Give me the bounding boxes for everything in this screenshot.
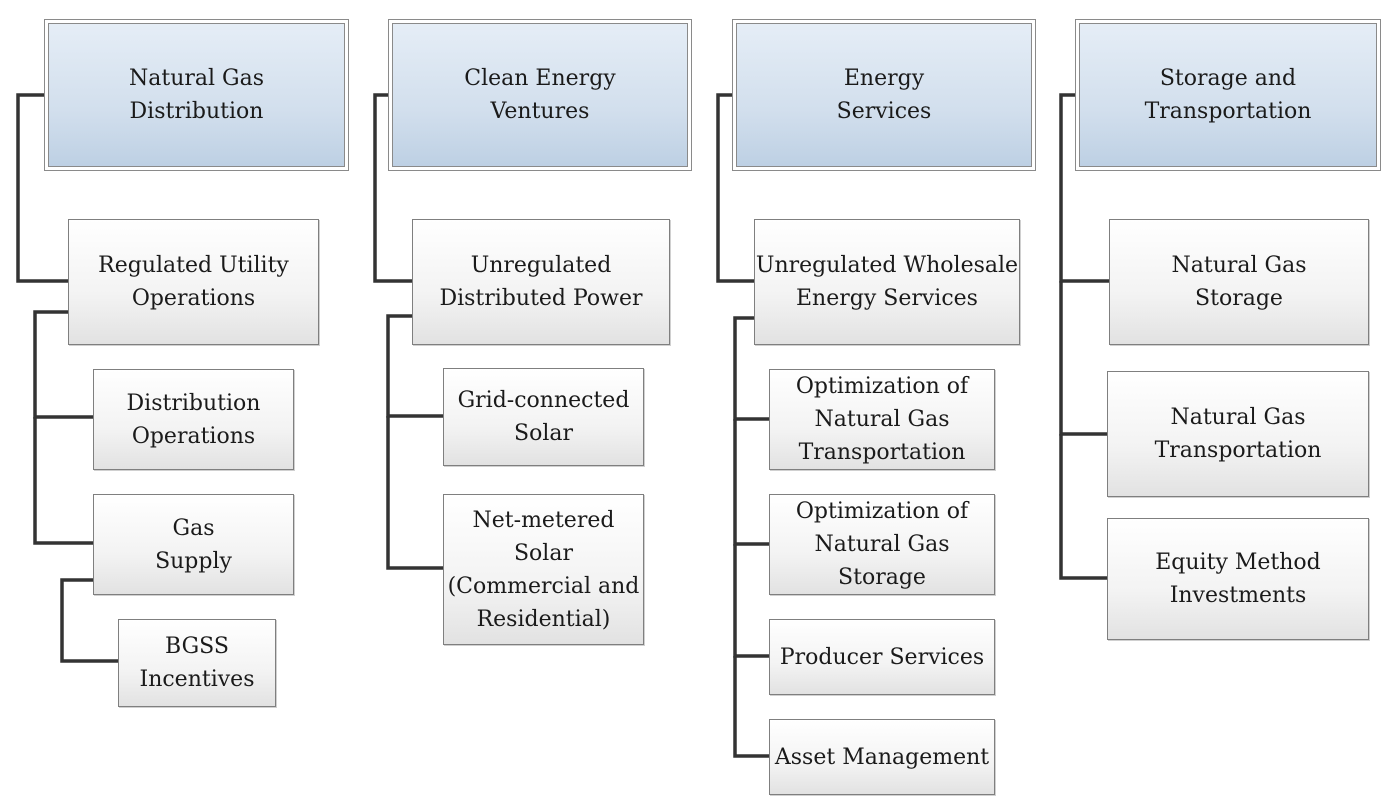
connector-line: [60, 578, 118, 663]
connector-line: [716, 93, 754, 283]
box-producer-services: Producer Services: [769, 619, 995, 695]
box-natural-gas-storage: Natural Gas Storage: [1109, 219, 1369, 345]
connector-line: [33, 310, 93, 419]
connector-line: [1059, 281, 1107, 436]
header-energy-services: Energy Services: [732, 19, 1036, 171]
connector-line: [386, 416, 443, 570]
box-optimization-gas-storage: Optimization of Natural Gas Storage: [769, 494, 995, 595]
connector-line: [33, 417, 93, 545]
box-unregulated-distributed-power: Unregulated Distributed Power: [412, 219, 670, 345]
connector-line: [733, 544, 769, 658]
box-gas-supply: Gas Supply: [93, 494, 294, 595]
box-distribution-operations: Distribution Operations: [93, 369, 294, 470]
box-natural-gas-transportation: Natural Gas Transportation: [1107, 371, 1369, 497]
header-storage-and-transportation: Storage and Transportation: [1075, 19, 1381, 171]
box-optimization-gas-transportation: Optimization of Natural Gas Transportati…: [769, 369, 995, 470]
connector-line: [733, 419, 769, 546]
box-bgss-incentives: BGSS Incentives: [118, 619, 276, 707]
header-clean-energy-ventures: Clean Energy Ventures: [388, 19, 692, 171]
connector-line: [16, 93, 68, 283]
connector-line: [1059, 93, 1109, 283]
connector-line: [373, 93, 412, 283]
connector-line: [733, 316, 769, 421]
header-natural-gas-distribution: Natural Gas Distribution: [44, 19, 349, 171]
box-grid-connected-solar: Grid-connected Solar: [443, 368, 644, 466]
box-unregulated-wholesale-energy-services: Unregulated Wholesale Energy Services: [754, 219, 1020, 345]
connector-line: [1059, 434, 1107, 580]
connector-line: [733, 656, 769, 758]
box-asset-management: Asset Management: [769, 719, 995, 795]
connector-line: [386, 314, 443, 418]
box-net-metered-solar: Net-metered Solar (Commercial and Reside…: [443, 494, 644, 645]
box-regulated-utility-operations: Regulated Utility Operations: [68, 219, 319, 345]
box-equity-method-investments: Equity Method Investments: [1107, 518, 1369, 640]
